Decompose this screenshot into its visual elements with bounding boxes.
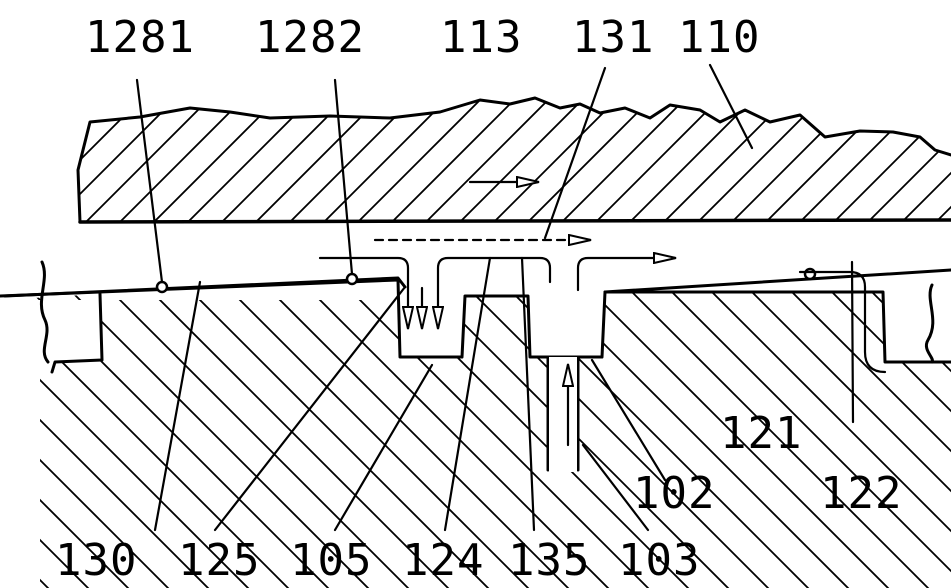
film-line bbox=[3, 276, 407, 298]
reference-labels: 1281 1282 113 131 110 121 122 102 130 12… bbox=[55, 12, 902, 586]
label-124: 124 bbox=[402, 535, 484, 586]
label-1282: 1282 bbox=[255, 12, 365, 63]
label-110: 110 bbox=[678, 12, 760, 63]
marker-right bbox=[803, 267, 817, 281]
label-105: 105 bbox=[290, 535, 372, 586]
label-103: 103 bbox=[618, 535, 700, 586]
leader-lines bbox=[135, 63, 887, 532]
label-130: 130 bbox=[55, 535, 137, 586]
label-125: 125 bbox=[178, 535, 260, 586]
marker-1281 bbox=[155, 280, 169, 294]
marker-1282 bbox=[345, 272, 359, 286]
label-135: 135 bbox=[508, 535, 590, 586]
label-113: 113 bbox=[440, 12, 522, 63]
label-1281: 1281 bbox=[85, 12, 195, 63]
flow-arrows bbox=[318, 182, 675, 447]
label-102: 102 bbox=[633, 468, 715, 519]
label-122: 122 bbox=[820, 468, 902, 519]
label-121: 121 bbox=[720, 408, 802, 459]
label-131: 131 bbox=[572, 12, 654, 63]
